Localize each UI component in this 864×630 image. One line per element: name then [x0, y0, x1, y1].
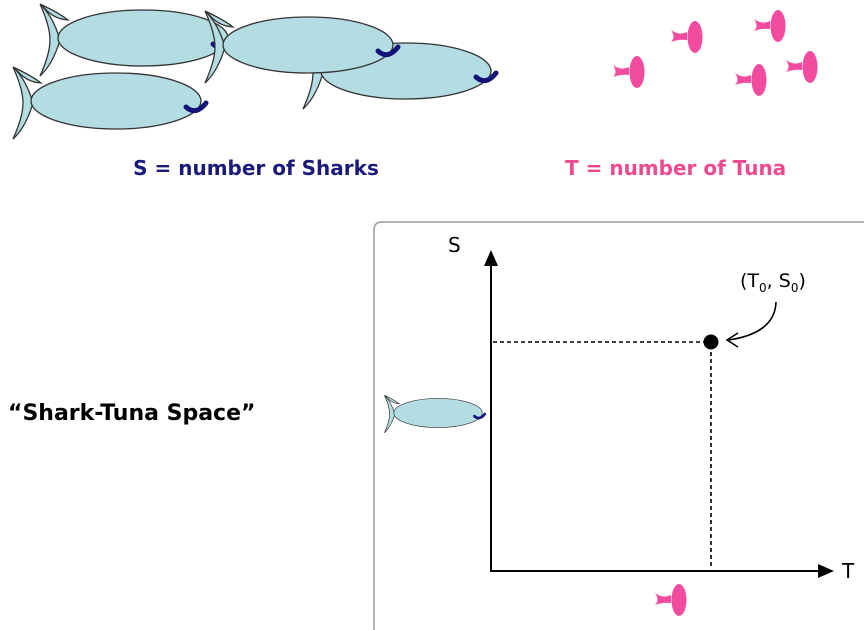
tuna-icon — [754, 10, 786, 42]
shark-icon — [40, 4, 233, 76]
initial-point — [703, 334, 719, 350]
shark-icon — [13, 67, 206, 139]
point-annotation-arrowhead — [725, 332, 739, 348]
x-axis-label: T — [841, 559, 855, 583]
tuna-icon — [655, 584, 687, 616]
tuna-icon — [671, 21, 703, 53]
tuna-icon — [786, 51, 818, 83]
sharks-label: S = number of Sharks — [133, 156, 379, 180]
y-axis-arrow — [484, 250, 498, 266]
diagram-panel — [373, 221, 864, 630]
tuna-icon — [735, 64, 767, 96]
point-label: (T0, S0) — [740, 270, 806, 295]
x-axis-arrow — [818, 564, 834, 578]
space-label: “Shark-Tuna Space” — [8, 401, 255, 426]
y-axis-label: S — [448, 233, 461, 257]
tuna-label: T = number of Tuna — [565, 156, 786, 180]
tuna-icon — [613, 56, 645, 88]
point-annotation-arrow — [728, 301, 777, 341]
